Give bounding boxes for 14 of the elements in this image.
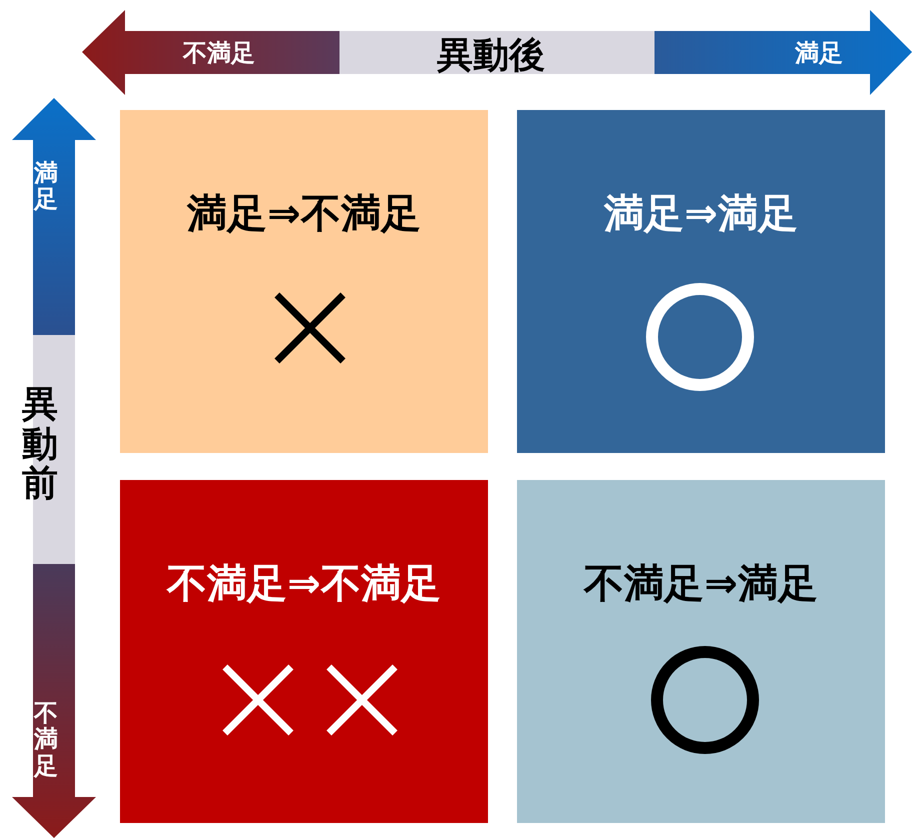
axis-label: 異動後	[437, 34, 545, 78]
quadrant-title: 満足⇒満足	[602, 190, 799, 239]
quadrant-title: 満足⇒不満足	[186, 190, 422, 239]
quadrant-box	[120, 110, 488, 453]
axis-label: 満足	[34, 160, 58, 213]
axis-label: 満足	[795, 38, 843, 69]
axis-label: 不満足	[34, 700, 58, 780]
quadrant-title: 不満足⇒満足	[582, 560, 819, 609]
quadrant-box	[517, 110, 885, 453]
quadrant-box	[120, 480, 488, 823]
quadrant-title: 不満足⇒不満足	[165, 560, 442, 609]
axis-label: 異動前	[22, 385, 58, 504]
quadrant-box	[517, 480, 885, 823]
axis-label: 不満足	[183, 38, 255, 69]
